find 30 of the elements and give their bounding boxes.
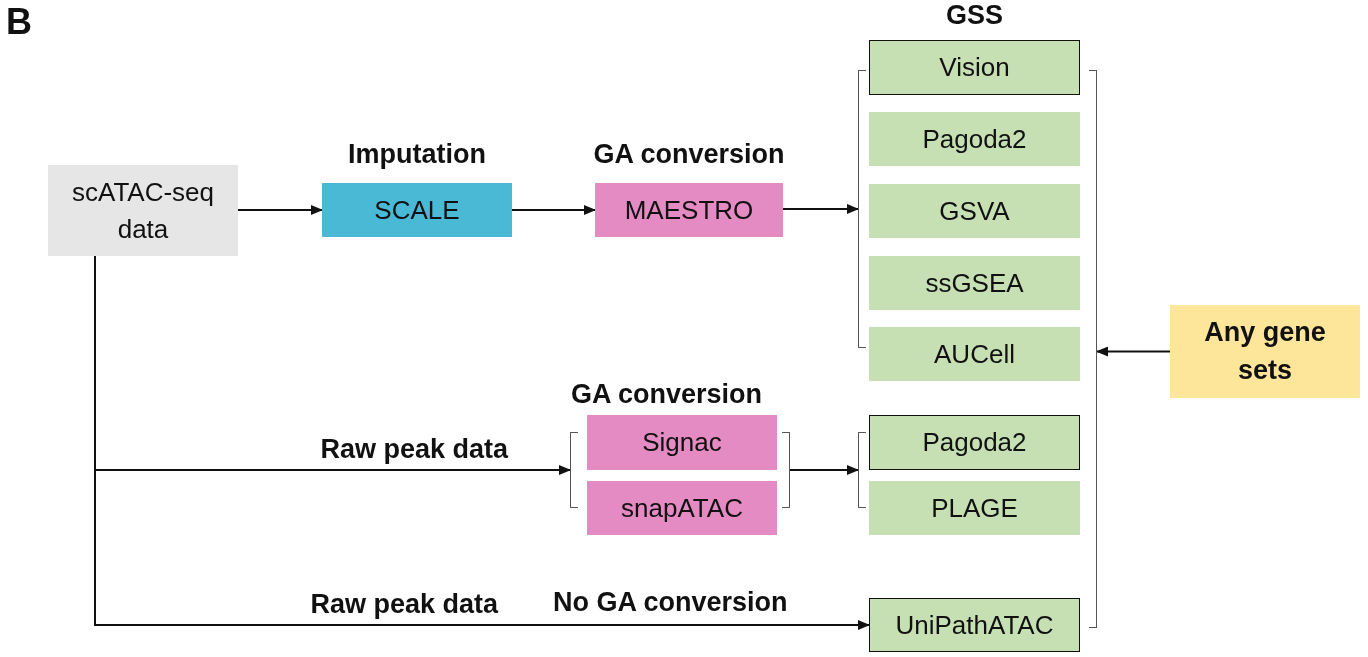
step-heading: Imputation — [348, 139, 486, 170]
process-box: Pagoda2 — [869, 415, 1080, 470]
process-box: AUCell — [869, 327, 1080, 381]
bracket — [858, 432, 866, 508]
process-box: MAESTRO — [595, 183, 783, 237]
process-box: snapATAC — [587, 481, 777, 535]
process-box: Any gene sets — [1170, 305, 1360, 398]
process-box: Pagoda2 — [869, 112, 1080, 166]
process-box: GSVA — [869, 184, 1080, 238]
bracket — [1089, 70, 1097, 628]
section-heading: GA conversion — [571, 378, 763, 411]
process-box: SCALE — [322, 183, 512, 237]
bracket — [782, 432, 790, 508]
column-heading: GSS — [945, 0, 1004, 31]
process-box: ssGSEA — [869, 256, 1080, 310]
process-box: Signac — [587, 415, 777, 470]
bracket — [858, 70, 866, 348]
section-heading: No GA conversion — [553, 586, 788, 619]
arrow — [782, 204, 859, 214]
bracket — [570, 432, 578, 508]
panel-letter: B — [6, 0, 32, 44]
arrow — [511, 205, 596, 215]
arrow — [789, 465, 859, 475]
process-box: UniPathATAC — [869, 598, 1080, 652]
process-box: PLAGE — [869, 481, 1080, 535]
step-heading: GA conversion — [593, 139, 785, 170]
process-box: Vision — [869, 40, 1080, 95]
arrow — [237, 205, 323, 215]
arrow — [1096, 346, 1171, 357]
process-box: scATAC-seq data — [48, 165, 238, 256]
